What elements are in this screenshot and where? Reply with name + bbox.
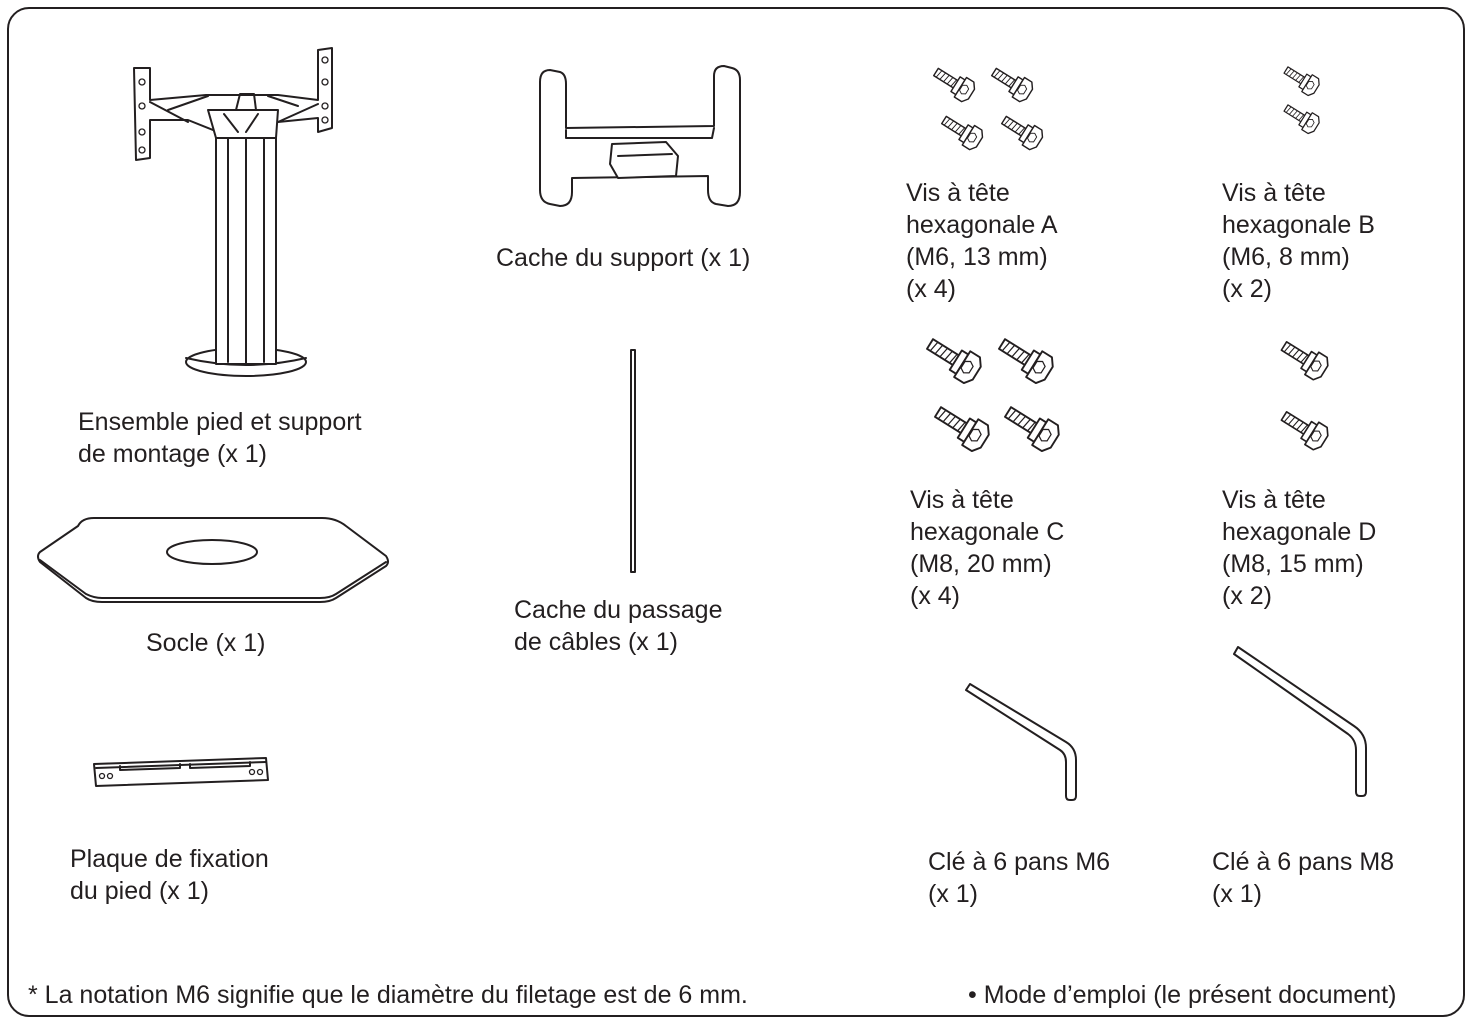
- fixing-plate-label: Plaque de fixation du pied (x 1): [70, 843, 269, 907]
- key-m8-line1: Clé à 6 pans M8: [1212, 848, 1395, 876]
- base-label-line1: Socle (x 1): [146, 629, 266, 657]
- stand-assembly-illustration: [133, 47, 333, 377]
- bolt-b-line3: (M6, 8 mm): [1222, 243, 1350, 271]
- bolt-a-line1: Vis à tête: [906, 179, 1010, 207]
- bolt-d-line2: hexagonale D: [1222, 518, 1377, 546]
- hex-bolt-b-label: Vis à tête hexagonale B (M6, 8 mm) (x 2): [1222, 177, 1375, 305]
- hex-bolt-c-illustration: [920, 330, 1064, 456]
- base-illustration: [37, 517, 389, 603]
- bolt-d-line3: (M8, 15 mm): [1222, 550, 1364, 578]
- bolt-a-line4: (x 4): [906, 275, 956, 303]
- bolt-b-line1: Vis à tête: [1222, 179, 1326, 207]
- bolt-b-line4: (x 2): [1222, 275, 1272, 303]
- bracket-cover-label: Cache du support (x 1): [496, 242, 750, 274]
- bolt-a-line3: (M6, 13 mm): [906, 243, 1048, 271]
- hex-key-m6-illustration: [965, 683, 1077, 801]
- stand-label-line2: de montage (x 1): [78, 440, 267, 468]
- cable-cover-illustration: [630, 349, 636, 573]
- bolt-c-line1: Vis à tête: [910, 486, 1014, 514]
- hex-bolt-c-label: Vis à tête hexagonale C (M8, 20 mm) (x 4…: [910, 484, 1064, 612]
- bolt-b-line2: hexagonale B: [1222, 211, 1375, 239]
- plate-label-line2: du pied (x 1): [70, 877, 209, 905]
- stand-assembly-label: Ensemble pied et support de montage (x 1…: [78, 406, 362, 470]
- hex-key-m8-label: Clé à 6 pans M8 (x 1): [1212, 846, 1394, 910]
- bolt-c-line4: (x 4): [910, 582, 960, 610]
- bolt-c-line3: (M8, 20 mm): [910, 550, 1052, 578]
- plate-label-line1: Plaque de fixation: [70, 845, 269, 873]
- hex-key-m6-label: Clé à 6 pans M6 (x 1): [928, 846, 1110, 910]
- hex-key-m8-illustration: [1233, 646, 1367, 797]
- cable-cover-label: Cache du passage de câbles (x 1): [514, 594, 722, 658]
- parts-list-frame: [7, 7, 1465, 1017]
- stand-label-line1: Ensemble pied et support: [78, 408, 362, 436]
- hex-bolt-d-illustration: [1276, 334, 1333, 454]
- cable-cover-label-line1: Cache du passage: [514, 596, 723, 624]
- bolt-a-line2: hexagonale A: [906, 211, 1058, 239]
- bracket-cover-illustration: [539, 65, 741, 207]
- key-m6-line1: Clé à 6 pans M6: [928, 848, 1111, 876]
- base-label: Socle (x 1): [146, 627, 265, 659]
- bracket-cover-label-line1: Cache du support (x 1): [496, 244, 751, 272]
- hex-bolt-a-illustration: [929, 61, 1047, 153]
- fixing-plate-illustration: [93, 757, 269, 787]
- bolt-c-line2: hexagonale C: [910, 518, 1065, 546]
- key-m8-line2: (x 1): [1212, 880, 1262, 908]
- key-m6-line2: (x 1): [928, 880, 978, 908]
- bolt-d-line1: Vis à tête: [1222, 486, 1326, 514]
- bolt-d-line4: (x 2): [1222, 582, 1272, 610]
- hex-bolt-d-label: Vis à tête hexagonale D (M8, 15 mm) (x 2…: [1222, 484, 1376, 612]
- hex-bolt-b-illustration: [1280, 60, 1323, 137]
- cable-cover-label-line2: de câbles (x 1): [514, 628, 678, 656]
- hex-bolt-a-label: Vis à tête hexagonale A (M6, 13 mm) (x 4…: [906, 177, 1058, 305]
- thread-notation-footnote: * La notation M6 signifie que le diamètr…: [28, 981, 748, 1009]
- manual-note: • Mode d’emploi (le présent document): [968, 981, 1397, 1009]
